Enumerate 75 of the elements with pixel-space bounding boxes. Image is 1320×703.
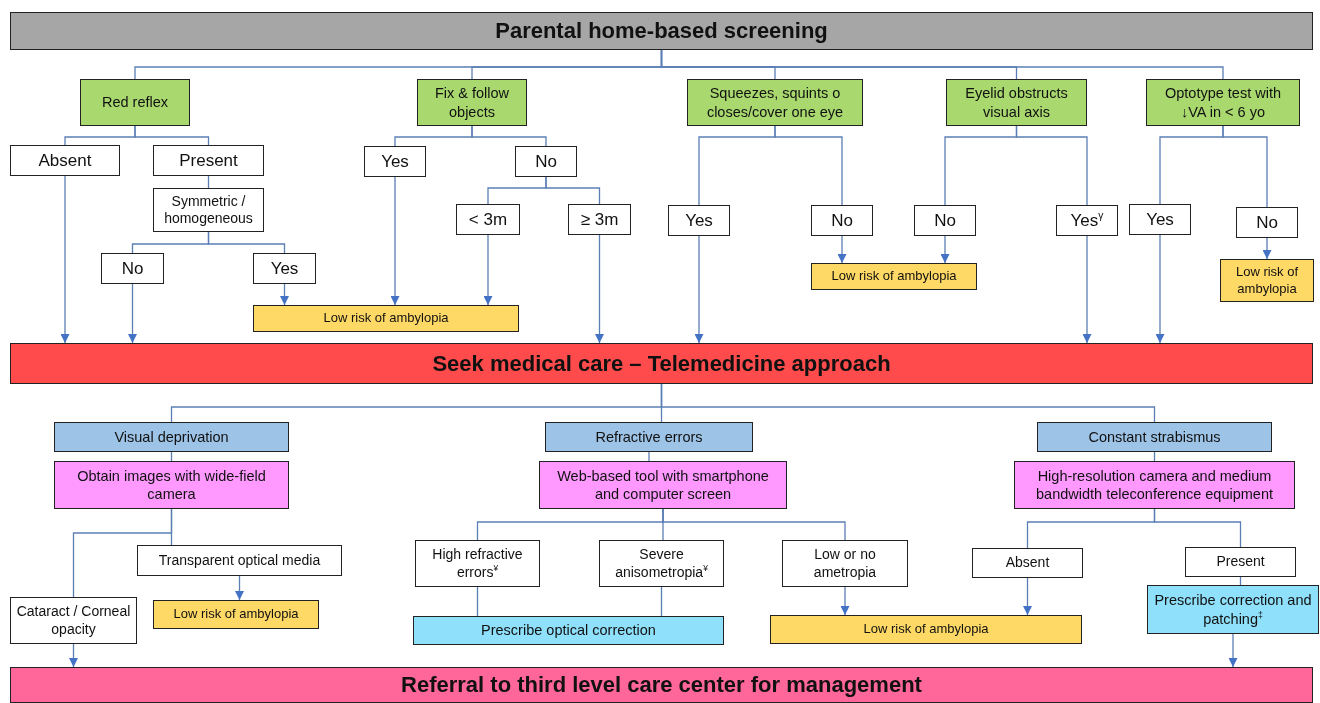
answer-box: Yes$^{γ}$ — [1056, 205, 1118, 236]
finding-box: Absent — [972, 548, 1083, 578]
category-box: Constant strabismus — [1037, 422, 1272, 452]
arrow — [60, 175, 70, 344]
arrow — [235, 575, 244, 601]
arrow — [595, 234, 604, 344]
question-box: Squeezes, squints o closes/cover one eye — [687, 79, 863, 126]
arrow — [940, 235, 950, 264]
question-box: Fix & follow objects — [417, 79, 527, 126]
connector-line — [545, 176, 601, 205]
arrow — [1155, 234, 1165, 344]
answer-box: ≥ 3m — [568, 204, 631, 235]
answer-box: No — [101, 253, 164, 284]
connector-line — [476, 586, 479, 617]
method-box: Obtain images with wide-field camera — [54, 461, 289, 509]
connector-line — [1015, 125, 1088, 206]
answer-box: No — [914, 205, 976, 236]
arrow — [837, 235, 847, 264]
question-box: Optotype test with ↓VA in < 6 yo — [1146, 79, 1300, 126]
outcome-box: Low risk of ambylopia — [253, 305, 519, 332]
finding-box: Cataract / Corneal opacity — [10, 597, 137, 644]
outcome-box: Low risk of ambylopia — [153, 600, 319, 629]
connector-line — [170, 508, 173, 546]
answer-box: Yes — [253, 253, 316, 284]
outcome-box: Low risk of ambylopia — [770, 615, 1082, 644]
answer-box: < 3m — [456, 204, 520, 235]
outcome-box: Low risk of ambylopia — [811, 263, 977, 290]
answer-box: Yes — [668, 205, 730, 236]
answer-box: Symmetric / homogeneous — [153, 188, 264, 232]
arrow — [483, 234, 493, 306]
arrow — [1262, 237, 1272, 260]
finding-box: Present — [1185, 547, 1296, 577]
connector-line — [648, 451, 650, 462]
answer-box: Present — [153, 145, 264, 176]
arrow — [280, 283, 289, 306]
finding-box: Severe anisometropia$^{¥}$ — [599, 540, 724, 587]
referral-bar: Referral to third level care center for management — [10, 667, 1313, 703]
answer-box: No — [1236, 207, 1298, 238]
arrow — [1228, 633, 1238, 668]
question-box: Red reflex — [80, 79, 190, 126]
arrow — [128, 283, 137, 344]
connector-line — [1153, 508, 1242, 548]
connector-line — [660, 586, 663, 617]
connector-line — [660, 49, 1224, 80]
connector-line — [660, 383, 1156, 423]
connector-line — [134, 125, 210, 146]
finding-box: Low or no ametropia — [782, 540, 908, 587]
outcome-box: Low risk of ambylopia — [1220, 259, 1314, 302]
arrow — [1023, 577, 1032, 616]
connector-line — [471, 125, 547, 147]
arrow — [390, 176, 400, 306]
connector-line — [774, 125, 843, 206]
arrow — [840, 586, 850, 616]
answer-box: Yes — [1129, 204, 1191, 235]
answer-box: No — [811, 205, 873, 236]
connector-line — [1222, 125, 1268, 208]
finding-box: Transparent optical media — [137, 545, 342, 576]
connector-line — [207, 231, 286, 254]
method-box: Web-based tool with smartphone and computer screen — [539, 461, 787, 509]
action-bar: Seek medical care – Telemedicine approach — [10, 343, 1313, 384]
arrow — [69, 643, 78, 668]
treatment-box: Prescribe correction and patching$^{‡}$ — [1147, 585, 1319, 634]
connector-line — [662, 508, 846, 541]
finding-box: High refractive errors$^{¥}$ — [415, 540, 540, 587]
header-bar: Parental home-based screening — [10, 12, 1313, 50]
answer-box: Absent — [10, 145, 120, 176]
arrow — [1082, 235, 1092, 344]
category-box: Refractive errors — [545, 422, 753, 452]
category-box: Visual deprivation — [54, 422, 289, 452]
treatment-box: Prescribe optical correction — [413, 616, 724, 645]
method-box: High-resolution camera and medium bandwidth teleconference equipment — [1014, 461, 1295, 509]
answer-box: No — [515, 146, 577, 177]
arrow — [694, 235, 704, 344]
question-box: Eyelid obstructs visual axis — [946, 79, 1087, 126]
answer-box: Yes — [364, 146, 426, 177]
